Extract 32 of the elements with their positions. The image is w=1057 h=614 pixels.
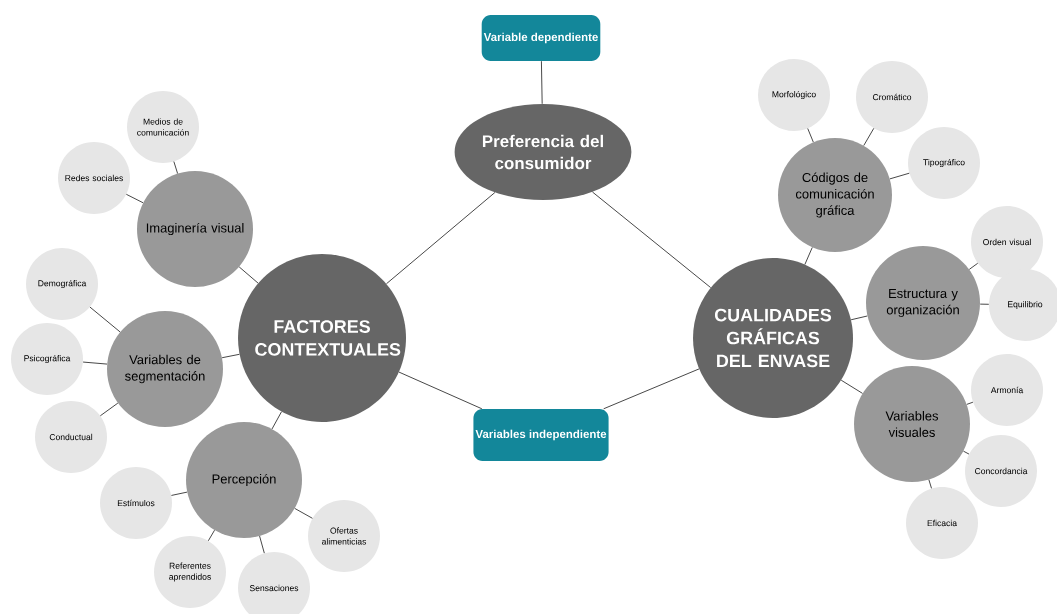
connector-line	[804, 247, 813, 265]
connector-line	[173, 161, 179, 174]
connector-line	[850, 315, 868, 321]
connector-line	[99, 402, 119, 417]
connector-line	[540, 60, 543, 105]
connector-line	[259, 535, 265, 554]
topic-box: Variables independiente	[473, 409, 609, 461]
connector-line	[398, 371, 483, 410]
connector-line	[238, 266, 259, 284]
connector-line	[966, 401, 974, 405]
connector-line	[928, 479, 932, 489]
connector-line	[807, 128, 814, 143]
topic-box: Variable dependiente	[481, 15, 601, 61]
connector-line	[221, 353, 240, 359]
connector-line	[125, 193, 144, 204]
connector-line	[207, 529, 215, 542]
connector-line	[968, 262, 979, 270]
connector-line	[170, 491, 188, 496]
node-label: Orden visual	[983, 238, 1031, 246]
connector-line	[294, 508, 313, 519]
connector-line	[963, 450, 970, 455]
connector-line	[840, 379, 863, 394]
connector-line	[385, 192, 496, 285]
node-label: Equilibrio	[1008, 301, 1043, 309]
connector-line	[889, 172, 910, 180]
connector-line	[863, 127, 875, 146]
connector-line	[603, 368, 700, 410]
connector-line	[979, 303, 990, 305]
connector-line	[82, 361, 108, 365]
connector-line	[89, 306, 121, 333]
connector-line	[592, 191, 712, 288]
connector-line	[271, 411, 282, 430]
